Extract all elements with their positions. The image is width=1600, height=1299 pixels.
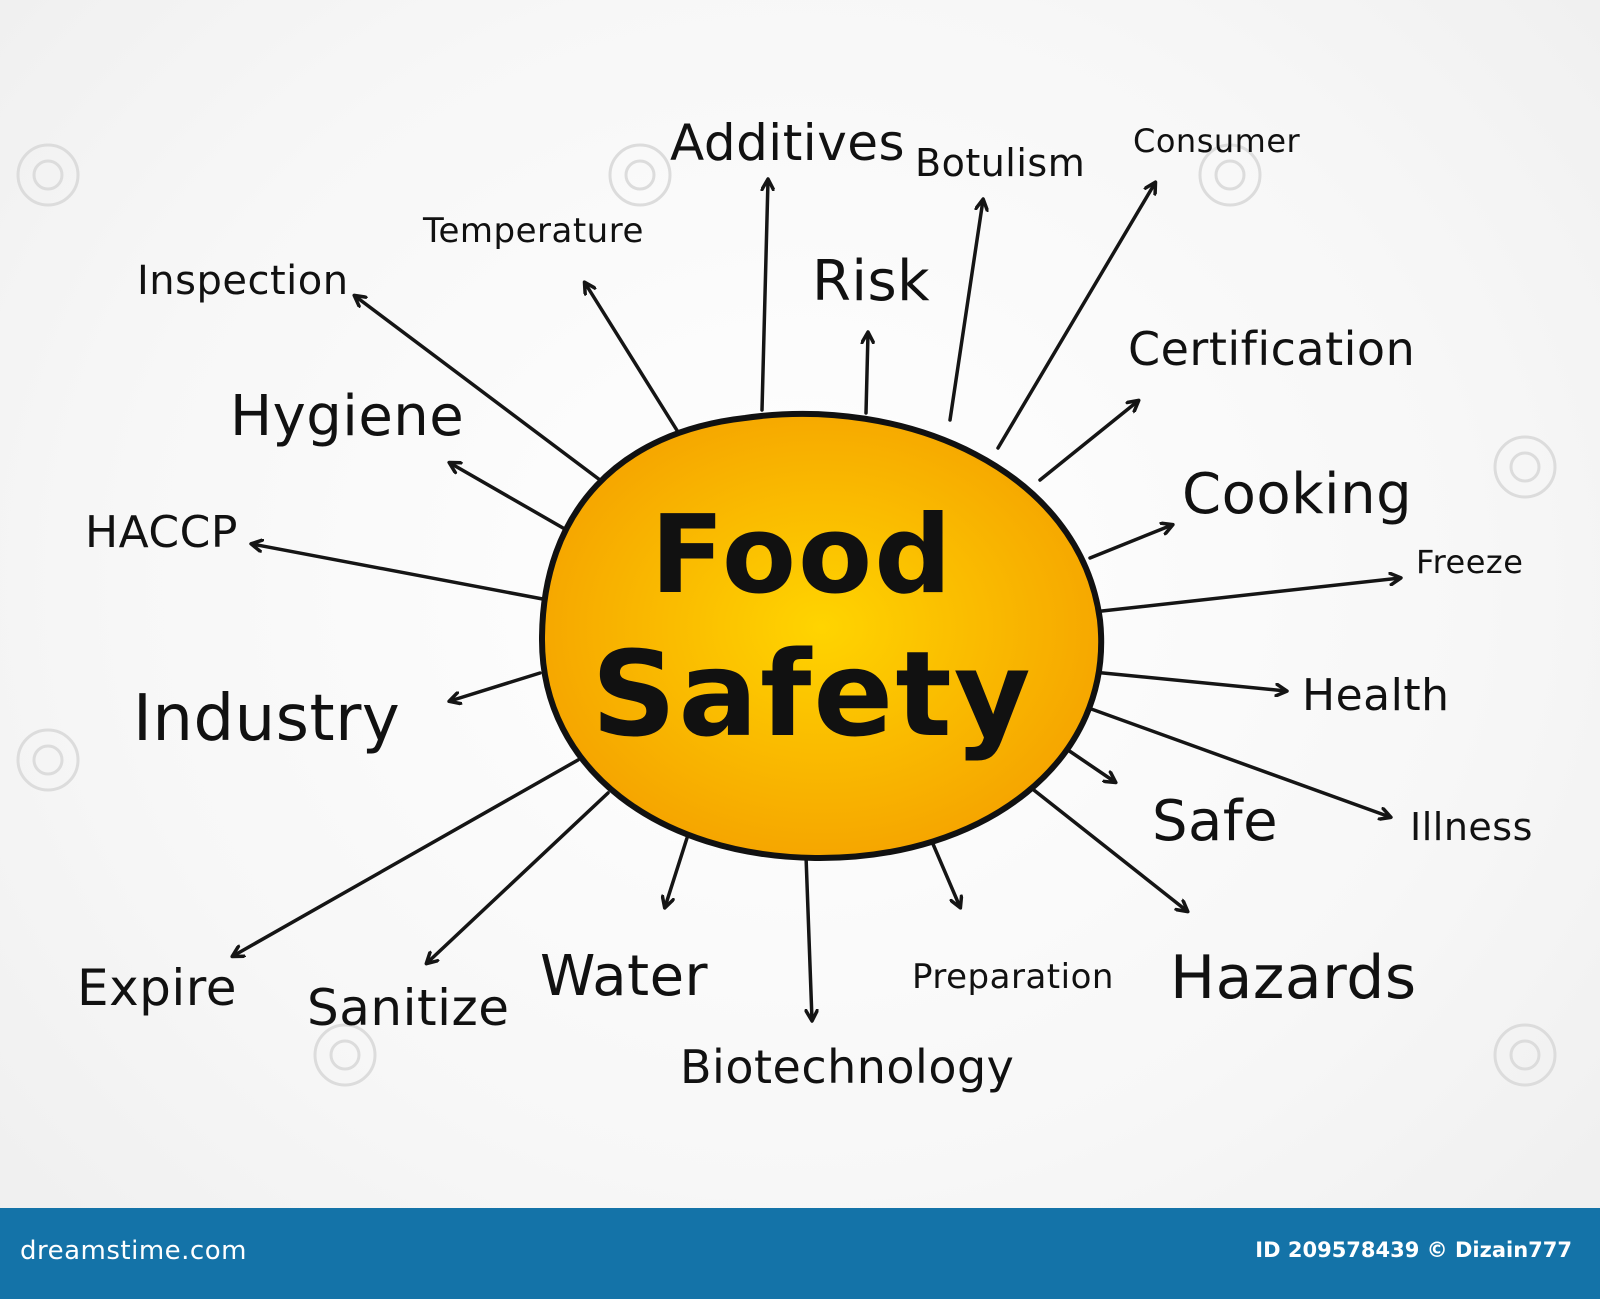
arrow-hazards — [1028, 785, 1187, 911]
arrow-risk — [866, 333, 868, 415]
label-cooking: Cooking — [1182, 462, 1412, 527]
food-safety-mind-map: Food Safety Additives Botulism Consumer … — [16, 114, 1557, 1094]
label-temperature: Temperature — [422, 211, 644, 251]
arrow-sanitize — [427, 791, 610, 963]
arrow-cooking — [1088, 525, 1172, 560]
arrow-illness — [1081, 704, 1390, 817]
arrow-certification — [1038, 401, 1138, 482]
label-sanitize: Sanitize — [307, 979, 509, 1037]
label-haccp: HACCP — [85, 507, 238, 558]
label-safe: Safe — [1152, 789, 1278, 854]
arrow-safe — [1063, 746, 1115, 782]
arrow-additives — [760, 180, 768, 412]
label-inspection: Inspection — [137, 258, 349, 304]
label-certification: Certification — [1128, 322, 1415, 376]
label-water: Water — [540, 944, 709, 1009]
label-additives: Additives — [670, 114, 905, 172]
arrow-expire — [233, 758, 580, 956]
label-consumer: Consumer — [1133, 122, 1301, 160]
label-freeze: Freeze — [1416, 543, 1523, 581]
arrow-botulism — [948, 200, 983, 422]
label-risk: Risk — [812, 249, 930, 314]
label-preparation: Preparation — [912, 957, 1114, 997]
label-illness: Illness — [1410, 805, 1533, 849]
arrow-hygiene — [450, 463, 572, 534]
label-botulism: Botulism — [915, 141, 1085, 185]
connector-arrows — [233, 180, 1400, 1020]
arrow-temperature — [585, 283, 680, 434]
center-title-line1: Food — [650, 493, 953, 618]
label-biotechnology: Biotechnology — [680, 1040, 1014, 1094]
label-hazards: Hazards — [1170, 943, 1417, 1013]
label-hygiene: Hygiene — [230, 384, 464, 449]
arrow-haccp — [252, 544, 550, 602]
concept-labels: Additives Botulism Consumer Temperature … — [77, 114, 1533, 1094]
arrow-inspection — [355, 296, 602, 482]
arrow-consumer — [996, 183, 1155, 450]
footer-credit: ID 209578439 © Dizain777 — [1255, 1238, 1572, 1262]
arrow-biotechnology — [804, 854, 812, 1020]
center-title-line2: Safety — [591, 625, 1032, 763]
label-expire: Expire — [77, 959, 237, 1017]
arrow-health — [1091, 670, 1286, 691]
center-hub: Food Safety — [538, 410, 1105, 862]
footer-brand[interactable]: dreamstime.com — [20, 1236, 247, 1266]
center-hub-shape — [538, 410, 1105, 862]
arrow-freeze — [1100, 578, 1400, 613]
arrow-water — [665, 836, 689, 907]
footer-bar: dreamstime.com ID 209578439 © Dizain777 — [0, 1208, 1600, 1299]
arrow-preparation — [928, 835, 960, 907]
watermark-marks — [16, 143, 1557, 1087]
arrow-industry — [450, 671, 542, 701]
label-industry: Industry — [133, 682, 400, 756]
label-health: Health — [1302, 670, 1449, 721]
